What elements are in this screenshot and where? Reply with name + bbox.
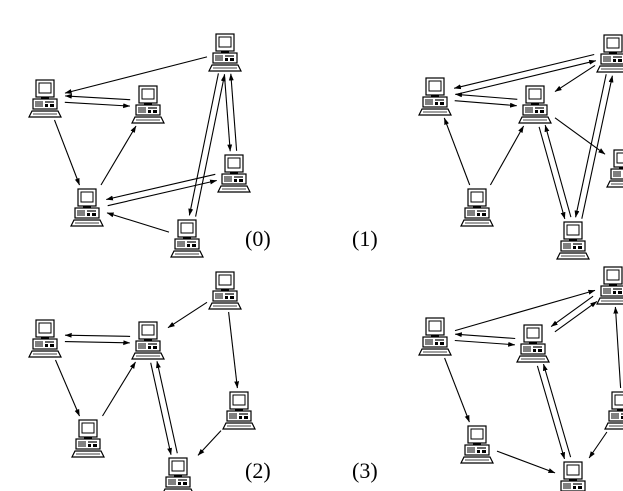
panel-0-computer-icon-e	[217, 154, 251, 193]
panel-0-edge-d-to-e	[223, 74, 233, 152]
panel-3-edge-a-to-d	[444, 357, 470, 423]
panel-0-edge-d-to-a	[64, 56, 208, 94]
panel-1-edge-d-to-a	[443, 117, 471, 186]
panel-2-edge-c-to-e	[228, 311, 240, 389]
panel-3-edge-a-to-c	[454, 289, 596, 332]
panel-1-edge-b-to-e	[554, 117, 606, 155]
panel-3-edge-b-to-a	[454, 332, 516, 340]
panel-1-edge-f-to-c	[581, 75, 614, 219]
panel-1-edge-d-to-b	[489, 125, 525, 186]
panel-2-edge-a-to-b	[64, 340, 131, 346]
panel-0-edge-e-to-d	[228, 73, 238, 151]
panel-2-computer-icon-d	[71, 419, 105, 458]
panel-2-computer-icon-f	[161, 457, 195, 491]
panel-3-edge-b-to-c	[554, 300, 598, 333]
panel-3-edge-c-to-b	[550, 295, 594, 328]
panel-0-edge-a-to-b	[64, 101, 131, 109]
panel-label-2: (2)	[245, 458, 271, 483]
panel-3-edge-f-to-b	[542, 363, 572, 458]
panel-label-3: (3)	[352, 458, 378, 483]
panel-3-edge-d-to-f	[496, 450, 556, 474]
panel-1-edge-a-to-b	[454, 100, 518, 108]
panel-2-edge-b-to-a	[64, 332, 131, 338]
panel-1-computer-icon-a	[418, 77, 452, 116]
panel-3-edge-a-to-b	[454, 339, 516, 347]
panel-1-edge-f-to-b	[544, 124, 572, 218]
panel-3-computer-icon-a	[418, 317, 452, 356]
panel-1-computer-icon-d	[460, 188, 494, 227]
nodes-layer	[28, 33, 623, 491]
panel-3-computer-icon-b	[516, 324, 550, 363]
panel-1-edge-c-to-f	[574, 74, 607, 218]
panel-2-computer-icon-e	[222, 391, 256, 430]
panel-2-edge-b-to-f	[150, 362, 172, 456]
panel-2-edge-c-to-b	[167, 301, 208, 329]
panel-0-computer-icon-f	[170, 219, 204, 258]
panel-0-edge-c-to-e	[107, 179, 218, 207]
panel-1-edge-a-to-c	[455, 59, 597, 96]
panel-0-computer-icon-a	[28, 79, 62, 118]
panel-2-computer-icon-a	[28, 319, 62, 358]
panel-2-edge-f-to-b	[156, 360, 178, 454]
panel-0-computer-icon-d	[208, 33, 242, 72]
panel-0-edge-f-to-d	[195, 74, 226, 217]
panel-3-computer-icon-e	[604, 391, 623, 430]
panel-1-computer-icon-c	[596, 34, 623, 73]
panel-2-edge-d-to-b	[102, 361, 136, 417]
edges-layer	[53, 53, 622, 474]
panel-1-computer-icon-f	[556, 221, 590, 260]
panel-label-0: (0)	[245, 226, 271, 251]
panel-1-edge-c-to-a	[453, 53, 595, 90]
panel-1-computer-icon-b	[518, 85, 552, 124]
panel-0-edge-b-to-a	[64, 93, 131, 101]
panel-0-computer-icon-c	[70, 188, 104, 227]
panel-2-computer-icon-c	[208, 271, 242, 310]
panel-1-edge-b-to-a	[454, 92, 518, 100]
panel-0-edge-a-to-c	[53, 119, 81, 186]
panel-2-computer-icon-b	[131, 321, 165, 360]
panel-0-edge-e-to-c	[105, 173, 216, 201]
panel-2-edge-a-to-d	[54, 359, 81, 417]
panel-3-edge-b-to-f	[536, 365, 566, 460]
panel-1-computer-icon-e	[606, 149, 623, 188]
panel-3-edge-e-to-c	[613, 306, 622, 389]
panel-0-edge-d-to-f	[188, 73, 219, 216]
panel-3-computer-icon-d	[460, 425, 494, 464]
panel-3-computer-icon-f	[556, 461, 590, 491]
panel-3-edge-e-to-f	[588, 431, 608, 459]
panel-0-edge-c-to-b	[100, 125, 137, 186]
panel-0-computer-icon-b	[131, 85, 165, 124]
panel-0-edge-f-to-c	[106, 212, 170, 233]
panel-1-edge-c-to-b	[554, 64, 596, 93]
panel-label-1: (1)	[352, 226, 378, 251]
panel-1-edge-b-to-f	[538, 126, 566, 220]
panel-2-edge-e-to-f	[197, 430, 222, 456]
panel-3-computer-icon-c	[596, 266, 623, 305]
